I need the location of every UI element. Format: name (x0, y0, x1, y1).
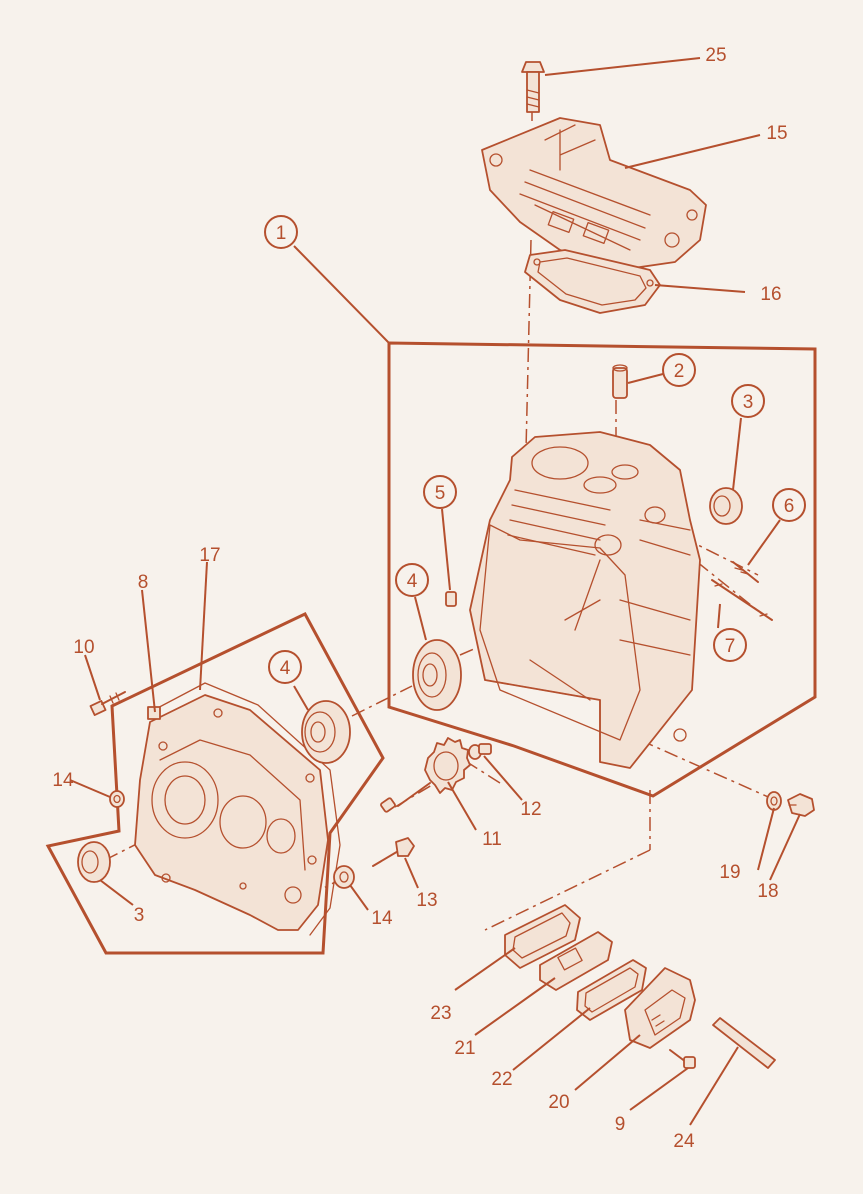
callout-circle-6 (772, 488, 806, 522)
governor-shaft-part-13 (372, 837, 415, 867)
callout-20: 20 (548, 1092, 569, 1113)
leader-lines (69, 57, 801, 1126)
callout-1: 1 (276, 223, 287, 244)
drain-plug-part-18 (787, 793, 815, 817)
crankcase-frame (387, 341, 817, 798)
breather-gasket-part-22 (576, 959, 647, 1021)
governor-gear-part-11 (380, 737, 471, 813)
callout-19: 19 (719, 862, 740, 883)
bolt-part-10 (89, 691, 126, 716)
oil-seal-part-3-right (709, 487, 743, 525)
callout-5: 5 (435, 483, 446, 504)
callout-12: 12 (520, 799, 541, 820)
head-gasket-part-16 (524, 249, 661, 314)
callout-8: 8 (138, 572, 149, 593)
callout-13: 13 (416, 890, 437, 911)
callout-9: 9 (615, 1114, 626, 1135)
bolt-part-25 (521, 61, 545, 113)
callout-22: 22 (491, 1069, 512, 1090)
crankcase-part-1 (469, 431, 701, 769)
callout-14-right: 14 (371, 908, 393, 929)
cover-frame (45, 612, 385, 955)
crankcase-cover-part-17 (134, 694, 329, 931)
callout-6: 6 (784, 496, 795, 517)
callout-circle-4b (268, 650, 302, 684)
washer-part-14-right (333, 865, 355, 889)
drain-washer-part-19 (766, 791, 782, 811)
callout-circle-4a (395, 563, 429, 597)
screw-part-9 (669, 1049, 696, 1069)
callout-14-left: 14 (52, 770, 74, 791)
callout-circle-5 (423, 475, 457, 509)
cylinder-head-part-15 (481, 117, 707, 271)
oil-seal-part-3-left (77, 841, 111, 883)
callout-2: 2 (674, 361, 685, 382)
callout-labels: 25 15 16 1 2 3 5 6 4 7 17 8 10 4 14 12 1… (52, 45, 794, 1152)
callout-23: 23 (430, 1003, 451, 1024)
breather-valve-part-21 (539, 931, 613, 991)
bearing-part-4-cover (301, 700, 351, 764)
callout-18: 18 (757, 881, 778, 902)
callout-25: 25 (705, 45, 726, 66)
callout-circle-1 (264, 215, 298, 249)
callout-circle-2 (662, 353, 696, 387)
stud-part-6 (732, 561, 759, 583)
callout-3-right: 3 (743, 392, 754, 413)
tube-part-24 (712, 1017, 776, 1069)
callout-21: 21 (454, 1038, 475, 1059)
callout-circle-7 (713, 628, 747, 662)
callout-3-left: 3 (134, 905, 145, 926)
pin-part-5 (445, 591, 457, 607)
stud-part-7 (711, 579, 773, 621)
bearing-part-4-crankcase (412, 639, 462, 711)
callout-17: 17 (199, 545, 220, 566)
callout-11: 11 (482, 829, 502, 850)
callout-16: 16 (760, 284, 781, 305)
callout-4-crankcase: 4 (407, 571, 418, 592)
callout-10: 10 (73, 637, 94, 658)
callout-15: 15 (766, 123, 787, 144)
callout-circle-3 (731, 384, 765, 418)
callout-7: 7 (725, 636, 736, 657)
callout-24: 24 (673, 1131, 695, 1152)
pin-part-12 (468, 743, 492, 760)
callout-4-cover: 4 (280, 658, 291, 679)
dowel-part-2 (612, 364, 628, 399)
callout-circles (264, 215, 806, 684)
frames (45, 341, 817, 955)
washer-part-14-left (109, 790, 125, 808)
